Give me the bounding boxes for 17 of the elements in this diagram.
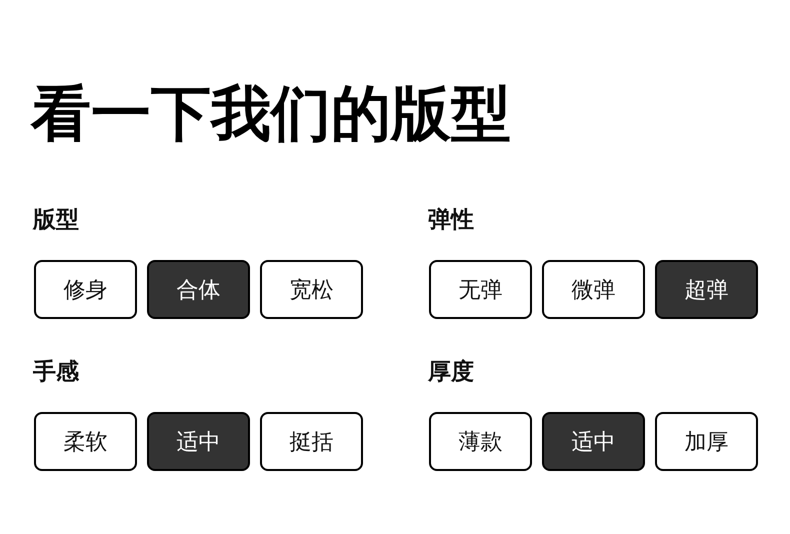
option-chip: 柔软 bbox=[34, 412, 137, 471]
option-chip: 挺括 bbox=[260, 412, 363, 471]
section-heading: 手感 bbox=[33, 359, 79, 387]
option-chip: 微弹 bbox=[542, 260, 645, 319]
section-heading: 厚度 bbox=[428, 359, 474, 387]
selected-option-chip: 适中 bbox=[147, 412, 250, 471]
selected-option-chip: 超弹 bbox=[655, 260, 758, 319]
option-chip: 宽松 bbox=[260, 260, 363, 319]
section-heading: 弹性 bbox=[428, 207, 474, 235]
page-title: 看一下我们的版型 bbox=[31, 78, 511, 150]
selected-option-chip: 适中 bbox=[542, 412, 645, 471]
option-chip: 无弹 bbox=[429, 260, 532, 319]
option-chip: 薄款 bbox=[429, 412, 532, 471]
selected-option-chip: 合体 bbox=[147, 260, 250, 319]
section-heading: 版型 bbox=[33, 207, 79, 235]
option-chip: 修身 bbox=[34, 260, 137, 319]
option-chip: 加厚 bbox=[655, 412, 758, 471]
